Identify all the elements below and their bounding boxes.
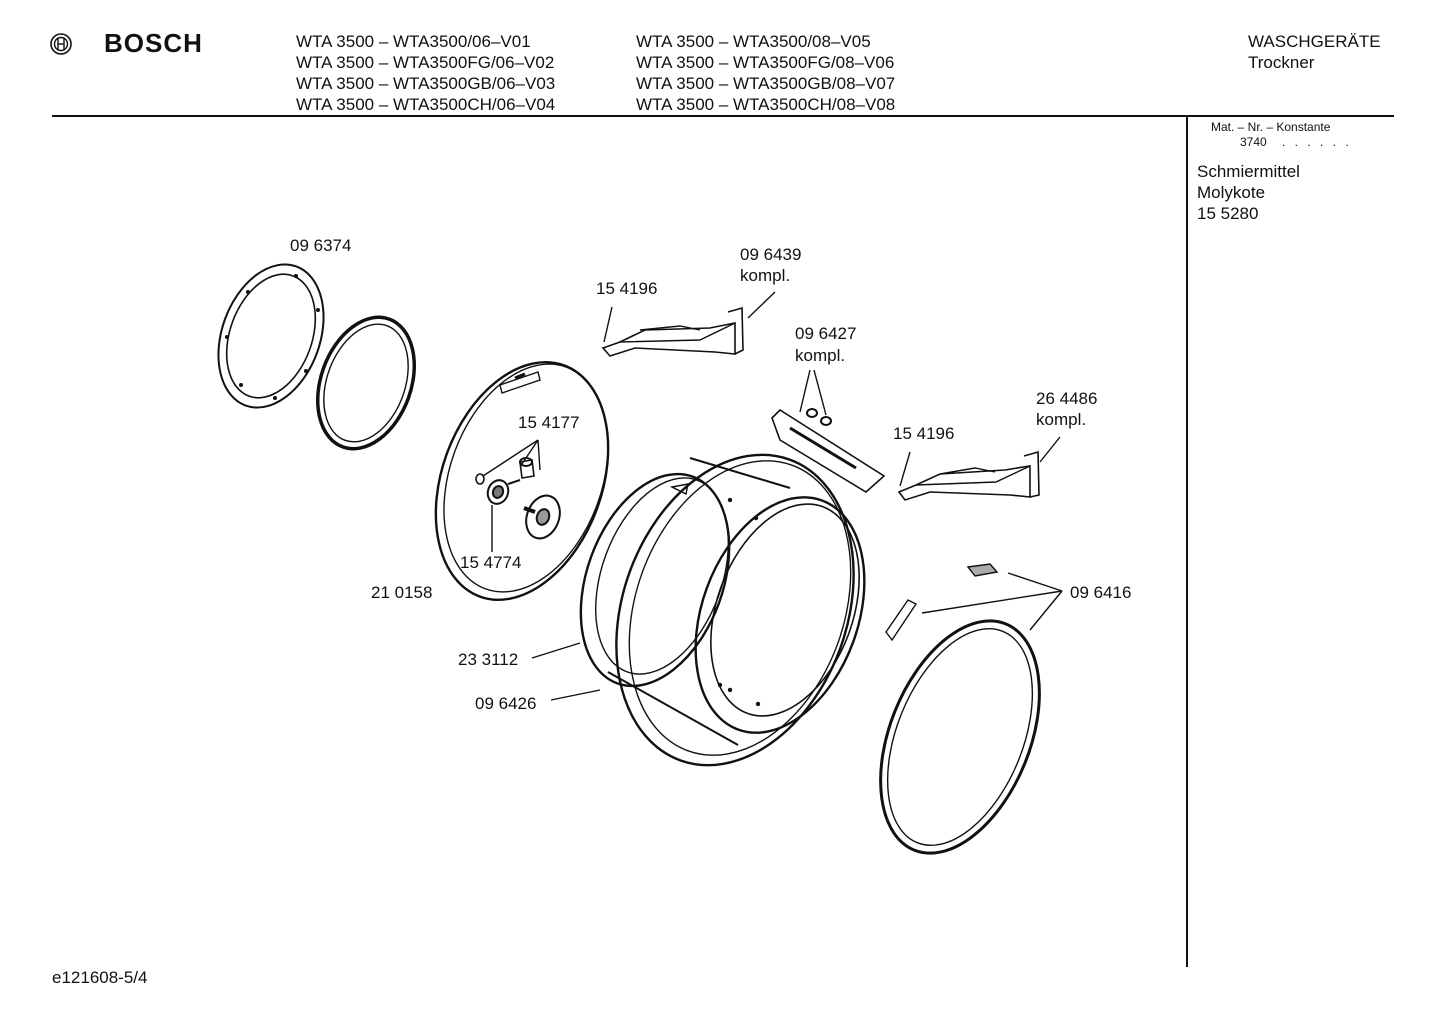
leader-lines: [482, 291, 1063, 701]
category-block: WASCHGERÄTE Trockner: [1248, 31, 1381, 73]
part-label-suffix: kompl.: [795, 346, 845, 365]
model-item: WTA 3500 – WTA3500/08–V05: [636, 32, 871, 51]
part-label-suffix: kompl.: [740, 266, 790, 285]
model-item: WTA 3500 – WTA3500GB/08–V07: [636, 74, 896, 93]
lubricant-note: Schmiermittel Molykote 15 5280: [1197, 161, 1300, 224]
model-list-right: WTA 3500 – WTA3500/08–V05 WTA 3500 – WTA…: [636, 31, 895, 115]
part-label: 26 4486: [1036, 389, 1097, 408]
lubricant-line: Schmiermittel: [1197, 162, 1300, 181]
model-item: WTA 3500 – WTA3500GB/06–V03: [296, 74, 556, 93]
model-item: WTA 3500 – WTA3500/06–V01: [296, 32, 531, 51]
front-seal-ring: [879, 563, 1041, 855]
part-label: 09 6426: [475, 694, 536, 713]
model-item: WTA 3500 – WTA3500CH/08–V08: [636, 95, 896, 114]
material-number-dots: . . . . . .: [1282, 135, 1352, 149]
part-label: 09 6439: [740, 245, 801, 264]
part-label: 15 4196: [596, 279, 657, 298]
part-label: 15 4774: [460, 553, 521, 572]
part-label: 15 4196: [893, 424, 954, 443]
model-item: WTA 3500 – WTA3500FG/06–V02: [296, 53, 555, 72]
category-title: WASCHGERÄTE: [1248, 32, 1381, 51]
lubricant-line: Molykote: [1197, 183, 1266, 202]
drum-body: [579, 457, 866, 746]
sensor-holder: [771, 408, 886, 493]
material-number-value: 3740: [1240, 135, 1267, 149]
felt-seal-ring: [615, 453, 855, 767]
bosch-logo-icon: [50, 33, 72, 55]
material-number-label: Mat. – Nr. – Konstante: [1211, 120, 1331, 134]
hub-assembly: [475, 457, 561, 540]
model-list-left: WTA 3500 – WTA3500/06–V01 WTA 3500 – WTA…: [296, 31, 555, 115]
bracket-lower: [897, 450, 1040, 501]
front-frame-ring: [217, 263, 325, 409]
category-subtitle: Trockner: [1248, 53, 1315, 72]
model-item: WTA 3500 – WTA3500FG/08–V06: [636, 53, 895, 72]
part-label: 09 6416: [1070, 583, 1131, 602]
part-label-suffix: kompl.: [1036, 410, 1086, 429]
part-label: 15 4177: [518, 413, 579, 432]
rear-drum-plate: [434, 361, 610, 601]
part-label: 09 6427: [795, 324, 856, 343]
brand-name: BOSCH: [104, 28, 203, 58]
model-item: WTA 3500 – WTA3500CH/06–V04: [296, 95, 556, 114]
gasket-ring: [315, 315, 417, 451]
lubricant-line: 15 5280: [1197, 204, 1259, 223]
part-label: 23 3112: [458, 650, 518, 669]
sidebar-divider: [1186, 116, 1188, 967]
header-divider: [52, 115, 1394, 117]
part-label: 09 6374: [290, 236, 351, 255]
bracket-upper: [601, 306, 744, 357]
drawing-code: e121608-5/4: [52, 968, 148, 987]
part-label: 21 0158: [371, 583, 432, 602]
